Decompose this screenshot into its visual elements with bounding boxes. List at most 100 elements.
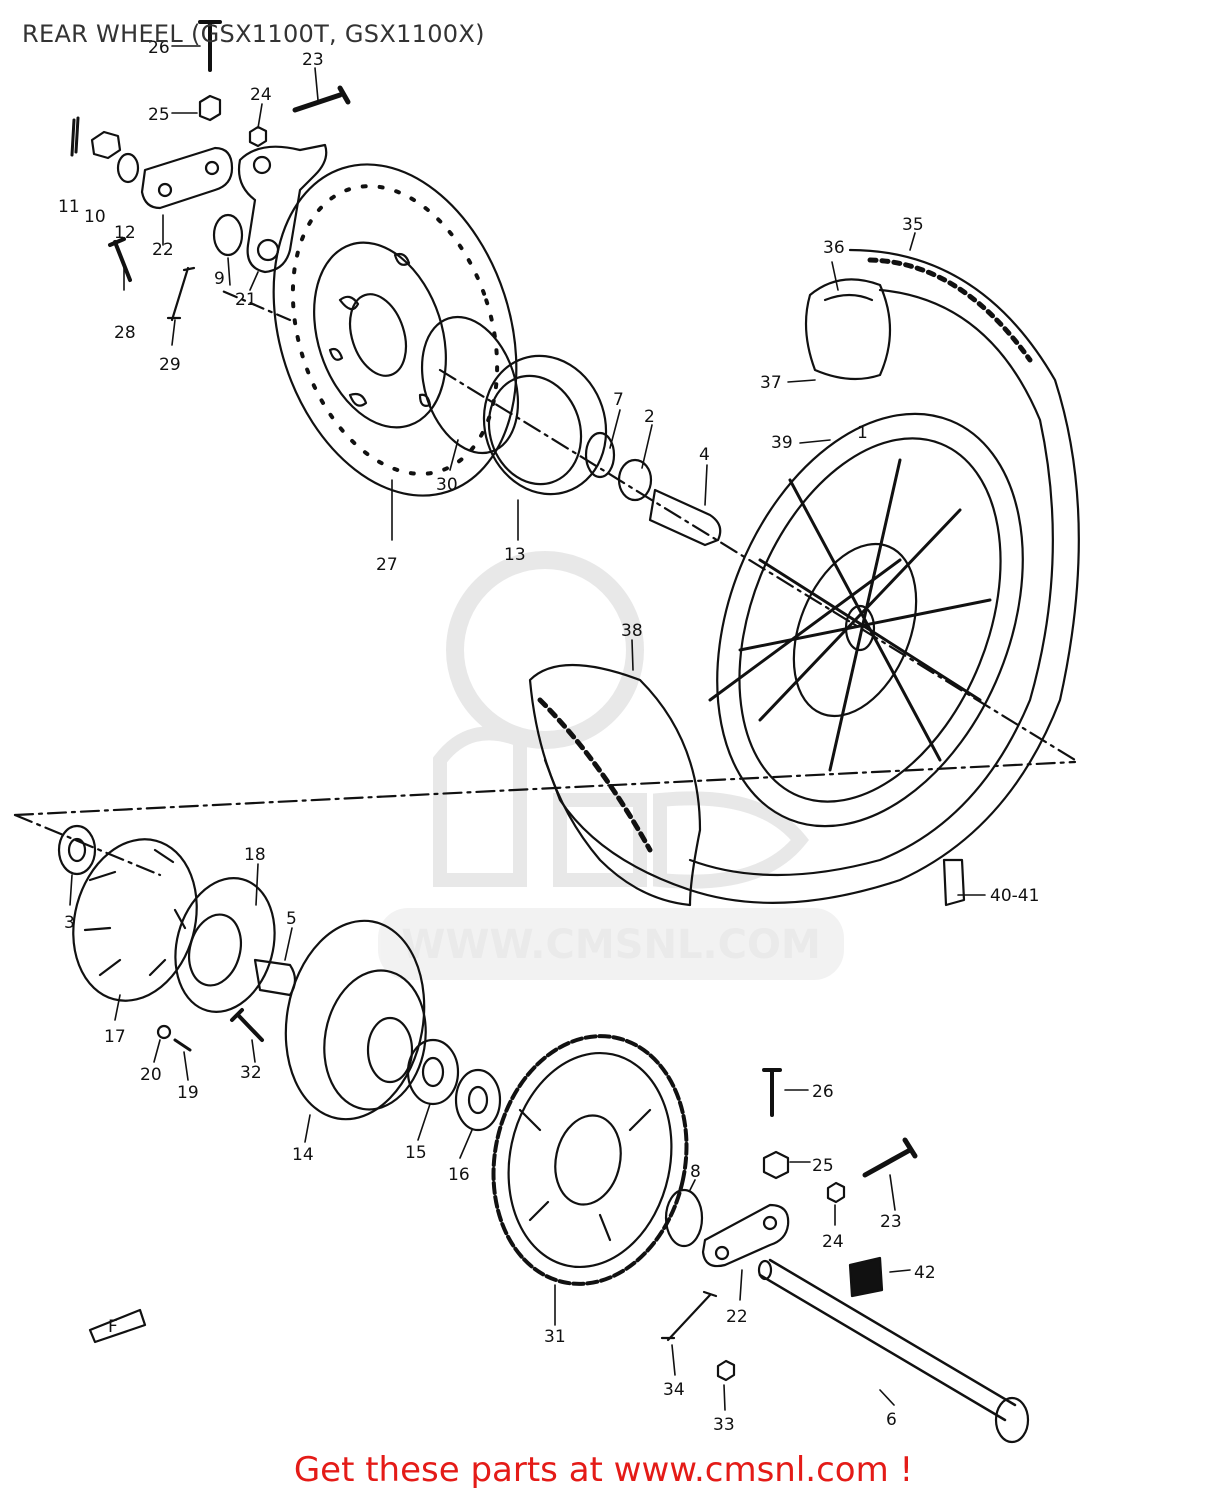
callout-21: 21 [235, 290, 257, 310]
callout-1: 1 [857, 423, 868, 443]
callout-23: 23 [302, 50, 324, 70]
chain-adjuster-22-upper [140, 146, 234, 210]
callout-10: 10 [84, 207, 106, 227]
callout-35: 35 [902, 215, 924, 235]
callout-42: 42 [914, 1263, 936, 1283]
lock-washer-29 [166, 266, 196, 322]
callout-11: 11 [58, 197, 80, 217]
callout-37: 37 [760, 373, 782, 393]
washer-34 [660, 1290, 718, 1342]
callout-14: 14 [292, 1145, 314, 1165]
callout-16: 16 [448, 1165, 470, 1185]
callout-5: 5 [286, 909, 297, 929]
brake-disc-27 [272, 163, 518, 497]
washer-20 [156, 1024, 172, 1040]
tire-section-38 [528, 663, 702, 907]
callout-26: 26 [148, 38, 170, 58]
callout-20: 20 [140, 1065, 162, 1085]
label-42 [848, 1256, 884, 1298]
tube-36 [804, 278, 892, 381]
watermark-logo: WWW.CMSNL.COM [378, 551, 844, 980]
callout-13: 13 [504, 545, 526, 565]
axle-6 [758, 1258, 1017, 1422]
callout-6: 6 [886, 1410, 897, 1430]
callout-31: 31 [544, 1327, 566, 1347]
bolt-26-upper [198, 20, 222, 72]
collar-8 [664, 1188, 704, 1248]
axis-line-left [13, 813, 162, 877]
callout-39: 39 [771, 433, 793, 453]
callout-19: 19 [177, 1083, 199, 1103]
callout-3: 3 [64, 913, 75, 933]
cush-drive-damper-17 [72, 838, 198, 1002]
callout-4: 4 [699, 445, 710, 465]
callout-22: 22 [152, 240, 174, 260]
callout-34: 34 [663, 1380, 685, 1400]
callout-29: 29 [159, 355, 181, 375]
collar-9 [212, 213, 244, 257]
callout-30: 30 [436, 475, 458, 495]
callout-28: 28 [114, 323, 136, 343]
spacer-3 [57, 824, 97, 876]
callout-26: 26 [812, 1082, 834, 1102]
drive-flange-18 [174, 877, 276, 1013]
callout-17: 17 [104, 1027, 126, 1047]
nut-24-lower [826, 1181, 846, 1204]
bolt-32 [230, 1008, 264, 1042]
bearing-16 [454, 1068, 502, 1132]
callout-23: 23 [880, 1212, 902, 1232]
nut-25-upper [198, 94, 222, 122]
sprocket-31 [491, 1034, 689, 1286]
callout-9: 9 [214, 269, 225, 289]
callout-36: 36 [823, 238, 845, 258]
leader-lines [69, 45, 986, 1411]
front-marker: F [108, 1317, 118, 1337]
callout-24: 24 [250, 85, 272, 105]
watermark-text: WWW.CMSNL.COM [401, 922, 821, 968]
cotter-pin-11 [70, 116, 80, 157]
bolt-26-lower [762, 1068, 782, 1117]
footer-link-text[interactable]: Get these parts at www.cmsnl.com ! [293, 1450, 914, 1490]
axis-line-lower [13, 760, 1077, 817]
callout-22: 22 [726, 1307, 748, 1327]
seal-13 [482, 354, 608, 496]
nut-25-lower [762, 1150, 790, 1180]
bolt-23-upper [292, 85, 351, 113]
bearing-15 [406, 1038, 460, 1106]
washer-12 [116, 152, 140, 184]
callout-27: 27 [376, 555, 398, 575]
callout-12: 12 [114, 223, 136, 243]
callout-15: 15 [405, 1143, 427, 1163]
callout-32: 32 [240, 1063, 262, 1083]
valve-cap-40-41 [942, 858, 966, 907]
pin-19 [173, 1038, 192, 1052]
nut-24-upper [248, 125, 268, 148]
nut-33 [716, 1359, 736, 1382]
bolt-28 [108, 237, 132, 282]
caliper-bracket-21 [237, 143, 328, 274]
axle-sleeve-4 [648, 488, 722, 547]
front-arrow [88, 1308, 147, 1344]
callout-8: 8 [690, 1162, 701, 1182]
axis-line-upper [438, 368, 1077, 762]
bolt-23-lower [862, 1137, 918, 1178]
callout-7: 7 [613, 390, 624, 410]
parts-artwork [13, 20, 1080, 1444]
callout-24: 24 [822, 1232, 844, 1252]
callout-25: 25 [148, 105, 170, 125]
callout-25: 25 [812, 1156, 834, 1176]
bearing-2 [617, 458, 653, 502]
callout-40-41: 40-41 [990, 886, 1039, 906]
rear-wheel-rim-1 [708, 412, 1024, 828]
callout-18: 18 [244, 845, 266, 865]
nut-10 [90, 130, 122, 160]
callout-2: 2 [644, 407, 655, 427]
chain-adjuster-22-lower [701, 1203, 790, 1268]
diagram-title: REAR WHEEL (GSX1100T, GSX1100X) [22, 20, 485, 48]
callout-33: 33 [713, 1415, 735, 1435]
spacer-7 [584, 431, 616, 479]
bearing-5 [253, 958, 297, 997]
callout-38: 38 [621, 621, 643, 641]
